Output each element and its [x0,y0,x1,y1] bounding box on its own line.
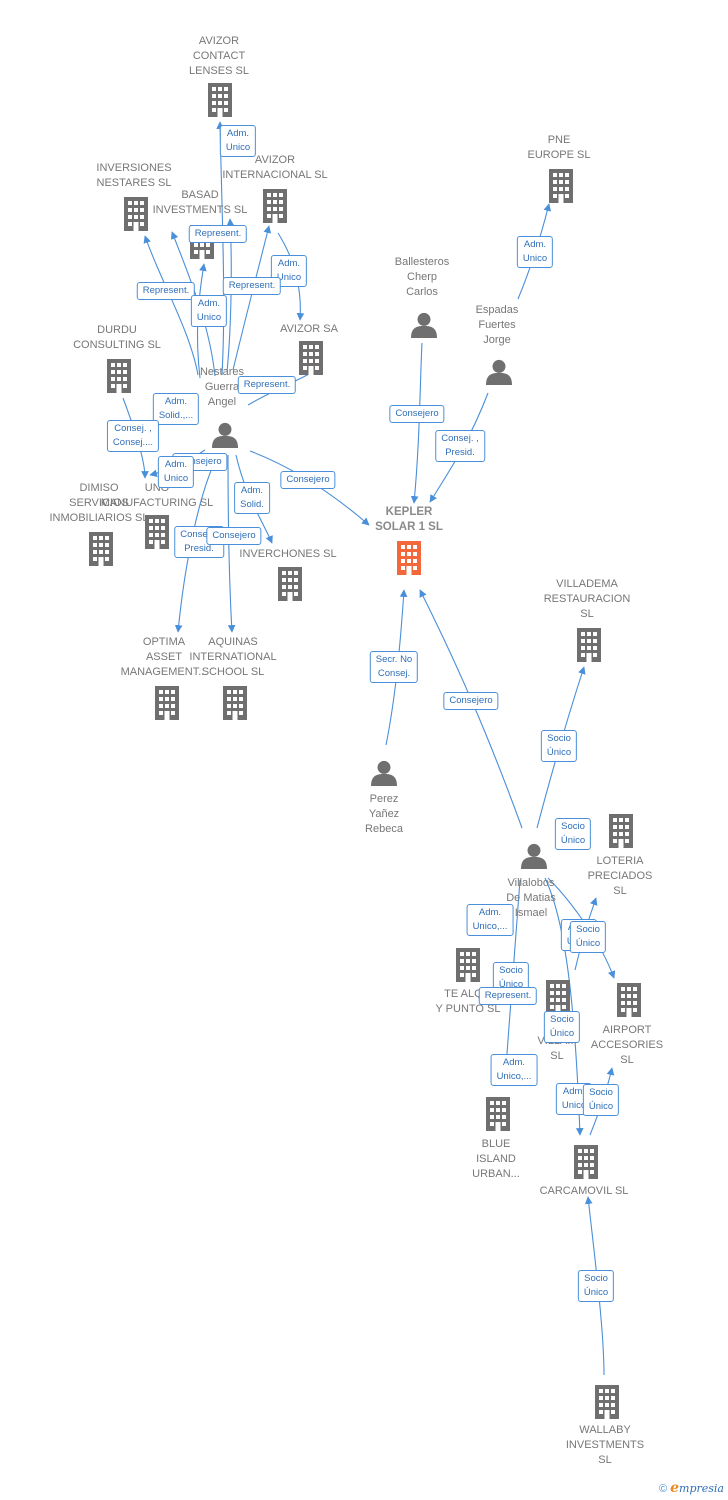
node-label-villalobos[interactable]: Villalobos De Matias Ismael [506,877,556,919]
node-label-avizor-internacional[interactable]: AVIZOR INTERNACIONAL SL [222,154,328,181]
building-icon-carcamovil[interactable] [574,1145,598,1179]
building-icon-kepler[interactable] [397,541,421,575]
edge-relation-label[interactable]: Adm. Solid.,... [152,393,200,425]
edge-relation-label[interactable]: Adm. Unico,... [466,904,514,936]
building-icon-pne-europe[interactable] [549,169,573,203]
edge-line [143,235,199,376]
person-icon-villalobos[interactable] [521,843,547,869]
edge-line [410,342,423,504]
building-icon-avizor-contact[interactable] [208,83,232,117]
edge-relation-label[interactable]: Consej. , Presid. [435,430,485,462]
footer-brand: © empresia [659,1480,724,1496]
edge-relation-label[interactable]: Consejero [280,471,336,489]
brand-logo-text: mpresia [679,1482,724,1495]
building-icon-avizor-sa[interactable] [299,341,323,375]
node-label-avizor-contact[interactable]: AVIZOR CONTACT LENSES SL [189,35,249,77]
edge-relation-label[interactable]: Socio Único [569,921,607,953]
node-label-nestares-guerra[interactable]: Nestares Guerra Angel [199,366,245,408]
edge-relation-label[interactable]: Represent. [222,277,282,295]
edge-relation-label[interactable]: Represent. [237,376,297,394]
edge-line [227,454,236,633]
edge-relation-label[interactable]: Represent. [136,282,196,300]
node-label-espadas[interactable]: Espadas Fuertes Jorge [475,304,519,346]
edge-relation-label[interactable]: Consejero [389,405,445,423]
person-icon-espadas[interactable] [486,359,512,385]
node-label-inverchones[interactable]: INVERCHONES SL [239,548,337,560]
node-label-basad[interactable]: BASAD INVESTMENTS SL [152,189,248,216]
edge-relation-label[interactable]: Adm. Unico [516,236,554,268]
edge-relation-label[interactable]: Consejero [206,527,262,545]
node-label-perez[interactable]: Perez Yañez Rebeca [365,793,403,835]
building-icon-loteria[interactable] [609,814,633,848]
building-icon-aquinas[interactable] [223,686,247,720]
building-icon-airport[interactable] [617,983,641,1017]
node-label-inversiones-nestares[interactable]: INVERSIONES NESTARES SL [96,162,172,189]
building-icon-wallaby[interactable] [595,1385,619,1419]
edge-line [216,121,225,376]
node-label-avizor-sa[interactable]: AVIZOR SA [280,323,338,335]
edge-relation-label[interactable]: Socio Único [543,1011,581,1043]
building-icon-isla-villalobos[interactable] [546,980,570,1014]
node-label-wallaby[interactable]: WALLABY INVESTMENTS SL [565,1424,645,1466]
building-icon-blue-island[interactable] [486,1097,510,1131]
edge-relation-label[interactable]: Adm. Unico [157,456,195,488]
edge-relation-label[interactable]: Socio Único [582,1084,620,1116]
building-icon-durdu[interactable] [107,359,131,393]
node-label-aquinas[interactable]: AQUINAS INTERNATIONAL SCHOOL SL [189,636,277,678]
edge-relation-label[interactable]: Secr. No Consej. [369,651,419,683]
edge-relation-label[interactable]: Consej. , Consej.... [106,420,160,452]
node-label-durdu[interactable]: DURDU CONSULTING SL [73,324,161,351]
node-label-villadema[interactable]: VILLADEMA RESTAURACION SL [543,578,631,620]
edge-relation-label[interactable]: Adm. Unico [190,295,228,327]
edge-relation-label[interactable]: Represent. [188,225,248,243]
building-icon-inverchones[interactable] [278,567,302,601]
edge-relation-label[interactable]: Adm. Unico [219,125,257,157]
edge-relation-label[interactable]: Socio Único [577,1270,615,1302]
building-icon-villadema[interactable] [577,628,601,662]
edge-relation-label[interactable]: Socio Único [540,730,578,762]
building-icon-optima[interactable] [155,686,179,720]
brand-logo-e: e [670,1480,680,1496]
edge-relation-label[interactable]: Socio Único [554,818,592,850]
edge-relation-label[interactable]: Adm. Solid. [234,482,270,514]
person-icon-perez[interactable] [371,760,397,786]
node-label-loteria[interactable]: LOTERIA PRECIADOS SL [587,855,653,897]
copyright-symbol: © [658,1483,668,1495]
node-label-ballesteros[interactable]: Ballesteros Cherp Carlos [394,256,450,298]
edge-relation-label[interactable]: Represent. [478,987,538,1005]
node-label-optima[interactable]: OPTIMA ASSET MANAGEMENT... [120,636,208,678]
node-label-blue-island[interactable]: BLUE ISLAND URBAN... [472,1138,520,1180]
building-icon-te-alquilo[interactable] [456,948,480,982]
node-label-airport[interactable]: AIRPORT ACCESORIES SL [590,1024,664,1066]
building-icon-dimiso[interactable] [89,532,113,566]
node-label-carcamovil[interactable]: CARCAMOVIL SL [539,1185,629,1197]
node-label-kepler[interactable]: KEPLER SOLAR 1 SL [375,506,443,533]
edge-line [232,225,272,371]
person-icon-nestares-guerra[interactable] [212,422,238,448]
edge-relation-label[interactable]: Consejero [443,692,499,710]
node-label-pne-europe[interactable]: PNE EUROPE SL [527,134,591,161]
node-label-dimiso[interactable]: DIMISO SERVICIOS INMOBILIARIOS SL [49,482,149,524]
edge-relation-label[interactable]: Adm. Unico,... [490,1054,538,1086]
